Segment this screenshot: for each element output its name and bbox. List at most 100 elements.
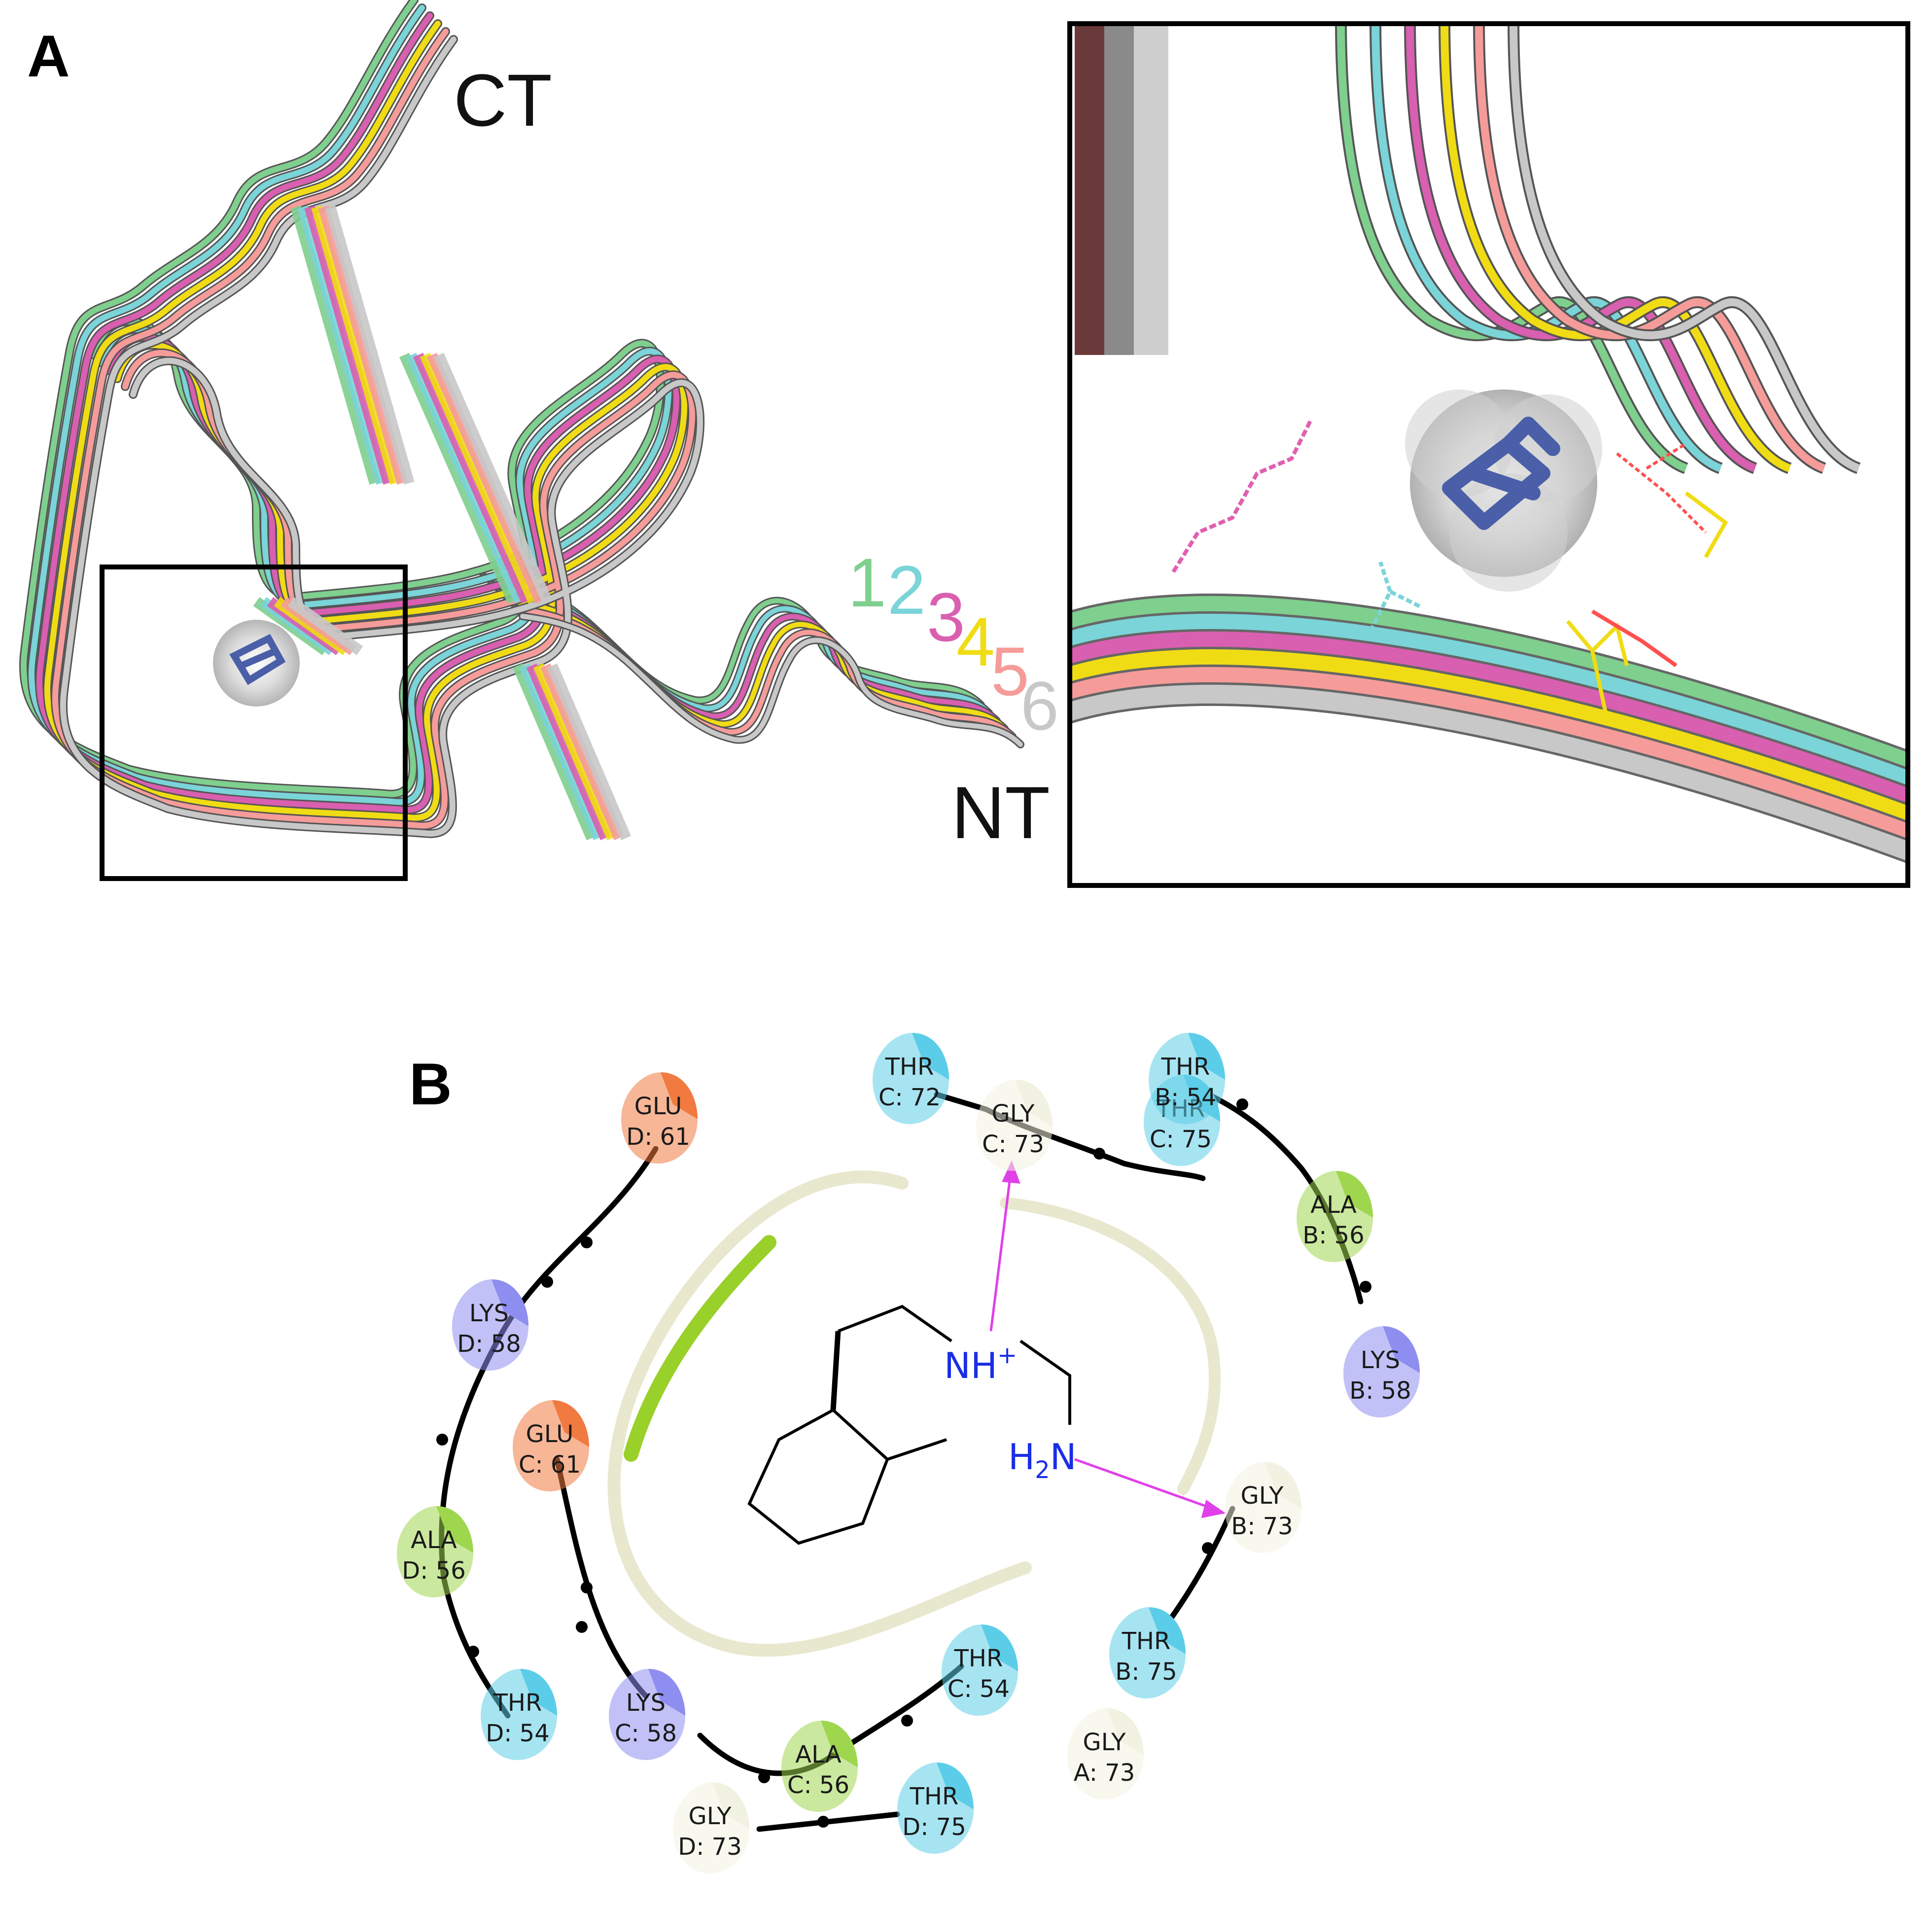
beta-strand (420, 353, 539, 604)
beta-strand (297, 205, 387, 485)
residue-glu-c61: GLU C: 61 (513, 1400, 589, 1491)
zoom-region-box (100, 565, 408, 881)
residue-thr-b54: THR B: 54 (1149, 1033, 1225, 1124)
residue-id: D: 54 (486, 1720, 549, 1747)
residue-glu-d61: GLU D: 61 (621, 1072, 698, 1164)
panel-b-letter: B (409, 1051, 452, 1117)
beta-strand (433, 353, 553, 604)
residue-name: THR (1161, 1053, 1210, 1081)
residue-id: C: 54 (948, 1675, 1010, 1703)
beta-strand (547, 663, 632, 841)
residue-id: C: 72 (878, 1084, 941, 1111)
protein-ribbons-overview (19, 0, 1024, 841)
inset-helix-block (1104, 24, 1139, 355)
panel-a: A CT NT 1 2 3 4 5 6 (19, 0, 1910, 888)
ligand-structure (747, 1305, 1071, 1545)
residue-thr-b75: THR B: 75 (1109, 1607, 1186, 1698)
panel-b: B (397, 1033, 1420, 1873)
chain-label-6: 6 (1020, 667, 1059, 744)
beta-strand (399, 353, 518, 604)
residue-name: THR (885, 1053, 934, 1081)
ligand-stick (229, 634, 286, 685)
beta-strand (325, 205, 415, 485)
residue-name: THR (910, 1783, 959, 1810)
residue-id: B: 54 (1155, 1084, 1216, 1111)
beta-strand (290, 205, 380, 485)
residue-id: D: 58 (457, 1330, 521, 1358)
residue-id: C: 75 (1150, 1126, 1212, 1153)
inset-helix-block (1075, 24, 1109, 355)
beta-strand (287, 597, 363, 655)
beta-strand (533, 663, 618, 841)
residue-gly-d73: GLY D: 73 (673, 1782, 749, 1873)
residue-name: LYS (626, 1689, 666, 1717)
inset-helix-block (1134, 24, 1168, 355)
residue-name: LYS (1361, 1346, 1400, 1374)
beta-strand (540, 663, 625, 841)
residue-id: B: 73 (1231, 1513, 1293, 1540)
ct-label: CT (454, 59, 552, 141)
residue-id: B: 75 (1115, 1658, 1177, 1686)
residue-ala-c56: ALA C: 56 (781, 1721, 858, 1812)
beta-strand (311, 205, 401, 485)
residue-name: LYS (469, 1300, 509, 1327)
beta-strand (406, 353, 525, 604)
residue-name: THR (954, 1645, 1003, 1672)
residue-name: ALA (795, 1741, 842, 1768)
residue-id: D: 61 (626, 1123, 690, 1151)
residue-gly-a73: GLY A: 73 (1067, 1708, 1144, 1800)
chain-number-labels: 1 2 3 4 5 6 (848, 544, 1059, 744)
residue-thr-c54: THR C: 54 (942, 1624, 1018, 1716)
atom-h2n-label: H2N (1008, 1436, 1077, 1484)
residue-id: B: 58 (1349, 1377, 1411, 1405)
residue-lys-d58: LYS D: 58 (452, 1279, 528, 1371)
residue-name: GLU (526, 1420, 574, 1448)
residue-id: C: 61 (519, 1451, 581, 1479)
side-chain-sticks (1171, 418, 1728, 720)
protein-ribbons-inset (1070, 24, 1908, 864)
residue-name: GLY (1083, 1729, 1126, 1756)
nt-label: NT (951, 771, 1050, 854)
residue-id: A: 73 (1074, 1759, 1135, 1787)
backbone-joints (436, 1098, 1371, 1828)
residue-thr-d75: THR D: 75 (897, 1763, 974, 1854)
chain-label-4: 4 (956, 603, 995, 680)
residue-name: GLY (992, 1100, 1035, 1128)
residue-ala-d56: ALA D: 56 (397, 1506, 473, 1597)
zoom-inset (1067, 21, 1910, 888)
residue-name: GLU (634, 1093, 682, 1120)
beta-strand (318, 205, 408, 485)
residue-id: C: 73 (982, 1130, 1044, 1158)
residue-name: ALA (411, 1526, 457, 1554)
chain-label-5: 5 (991, 633, 1029, 710)
residue-id: C: 56 (787, 1771, 849, 1799)
residue-id: D: 56 (402, 1557, 465, 1585)
residue-name: THR (493, 1689, 542, 1717)
atom-nh-label: NH+ (944, 1341, 1017, 1386)
beta-strand (413, 353, 532, 604)
beta-strand (526, 663, 611, 841)
residue-name: THR (1122, 1627, 1171, 1655)
hbond-arrows (989, 1160, 1226, 1518)
ligand-inset (1405, 389, 1602, 592)
residue-lys-c58: LYS C: 58 (609, 1669, 685, 1760)
residue-id: D: 75 (902, 1813, 966, 1841)
beta-strand (426, 353, 546, 604)
residue-thr-c72: THR C: 72 (873, 1033, 949, 1124)
pocket-outline (607, 1170, 1221, 1657)
chain-label-3: 3 (927, 578, 965, 656)
residue-id: C: 58 (615, 1720, 677, 1747)
residue-markers: GLU D: 61 LYS D: 58 ALA D: 56 THR D: 54 GLU C: 61… (397, 1033, 1420, 1873)
ligand-overview (213, 620, 300, 706)
residue-name: GLY (689, 1802, 732, 1830)
residue-lys-b58: LYS B: 58 (1343, 1326, 1420, 1417)
residue-id: D: 73 (678, 1833, 741, 1861)
chain-label-2: 2 (887, 551, 926, 629)
chain-label-1: 1 (848, 544, 886, 621)
residue-thr-d54: THR D: 54 (481, 1669, 557, 1760)
beta-strand (519, 663, 604, 841)
